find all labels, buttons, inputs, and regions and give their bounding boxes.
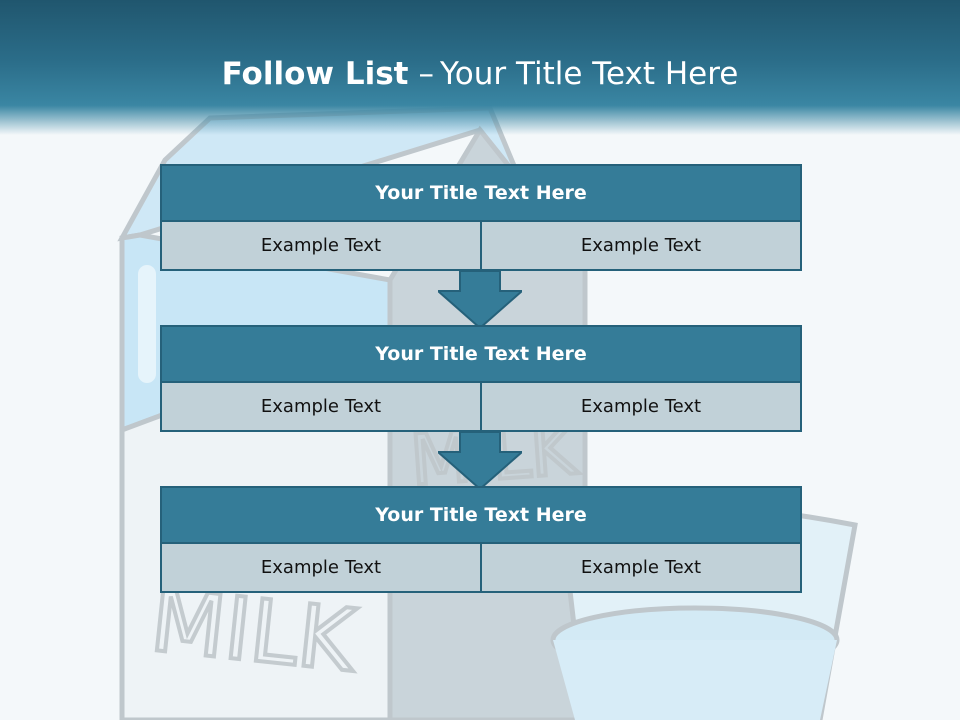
step-cell-right: Example Text [480,544,800,591]
slide-title-rest: Your Title Text Here [439,56,739,92]
slide-title: Follow List–Your Title Text Here [0,52,960,96]
step-cell-left: Example Text [260,557,382,578]
step-title: Your Title Text Here [160,164,802,222]
step-title: Your Title Text Here [160,325,802,383]
step-cell-right: Example Text [480,222,800,269]
step-box-2: Your Title Text Here Example Text Exampl… [160,325,802,432]
step-box-3: Your Title Text Here Example Text Exampl… [160,486,802,593]
header-band [0,0,960,135]
slide-title-bold: Follow List [221,56,409,92]
carton-highlight [138,265,156,383]
slide-title-separator: – [418,56,434,92]
step-row: Example Text Example Text [160,544,802,593]
step-row: Example Text Example Text [160,222,802,271]
step-cell-left: Example Text [260,396,382,417]
down-arrow-icon [438,271,522,329]
step-title: Your Title Text Here [160,486,802,544]
step-cell-left: Example Text [260,235,382,256]
step-row: Example Text Example Text [160,383,802,432]
step-cell-right: Example Text [480,383,800,430]
glass-milk-body [553,640,837,720]
down-arrow-icon [438,432,522,490]
step-box-1: Your Title Text Here Example Text Exampl… [160,164,802,271]
